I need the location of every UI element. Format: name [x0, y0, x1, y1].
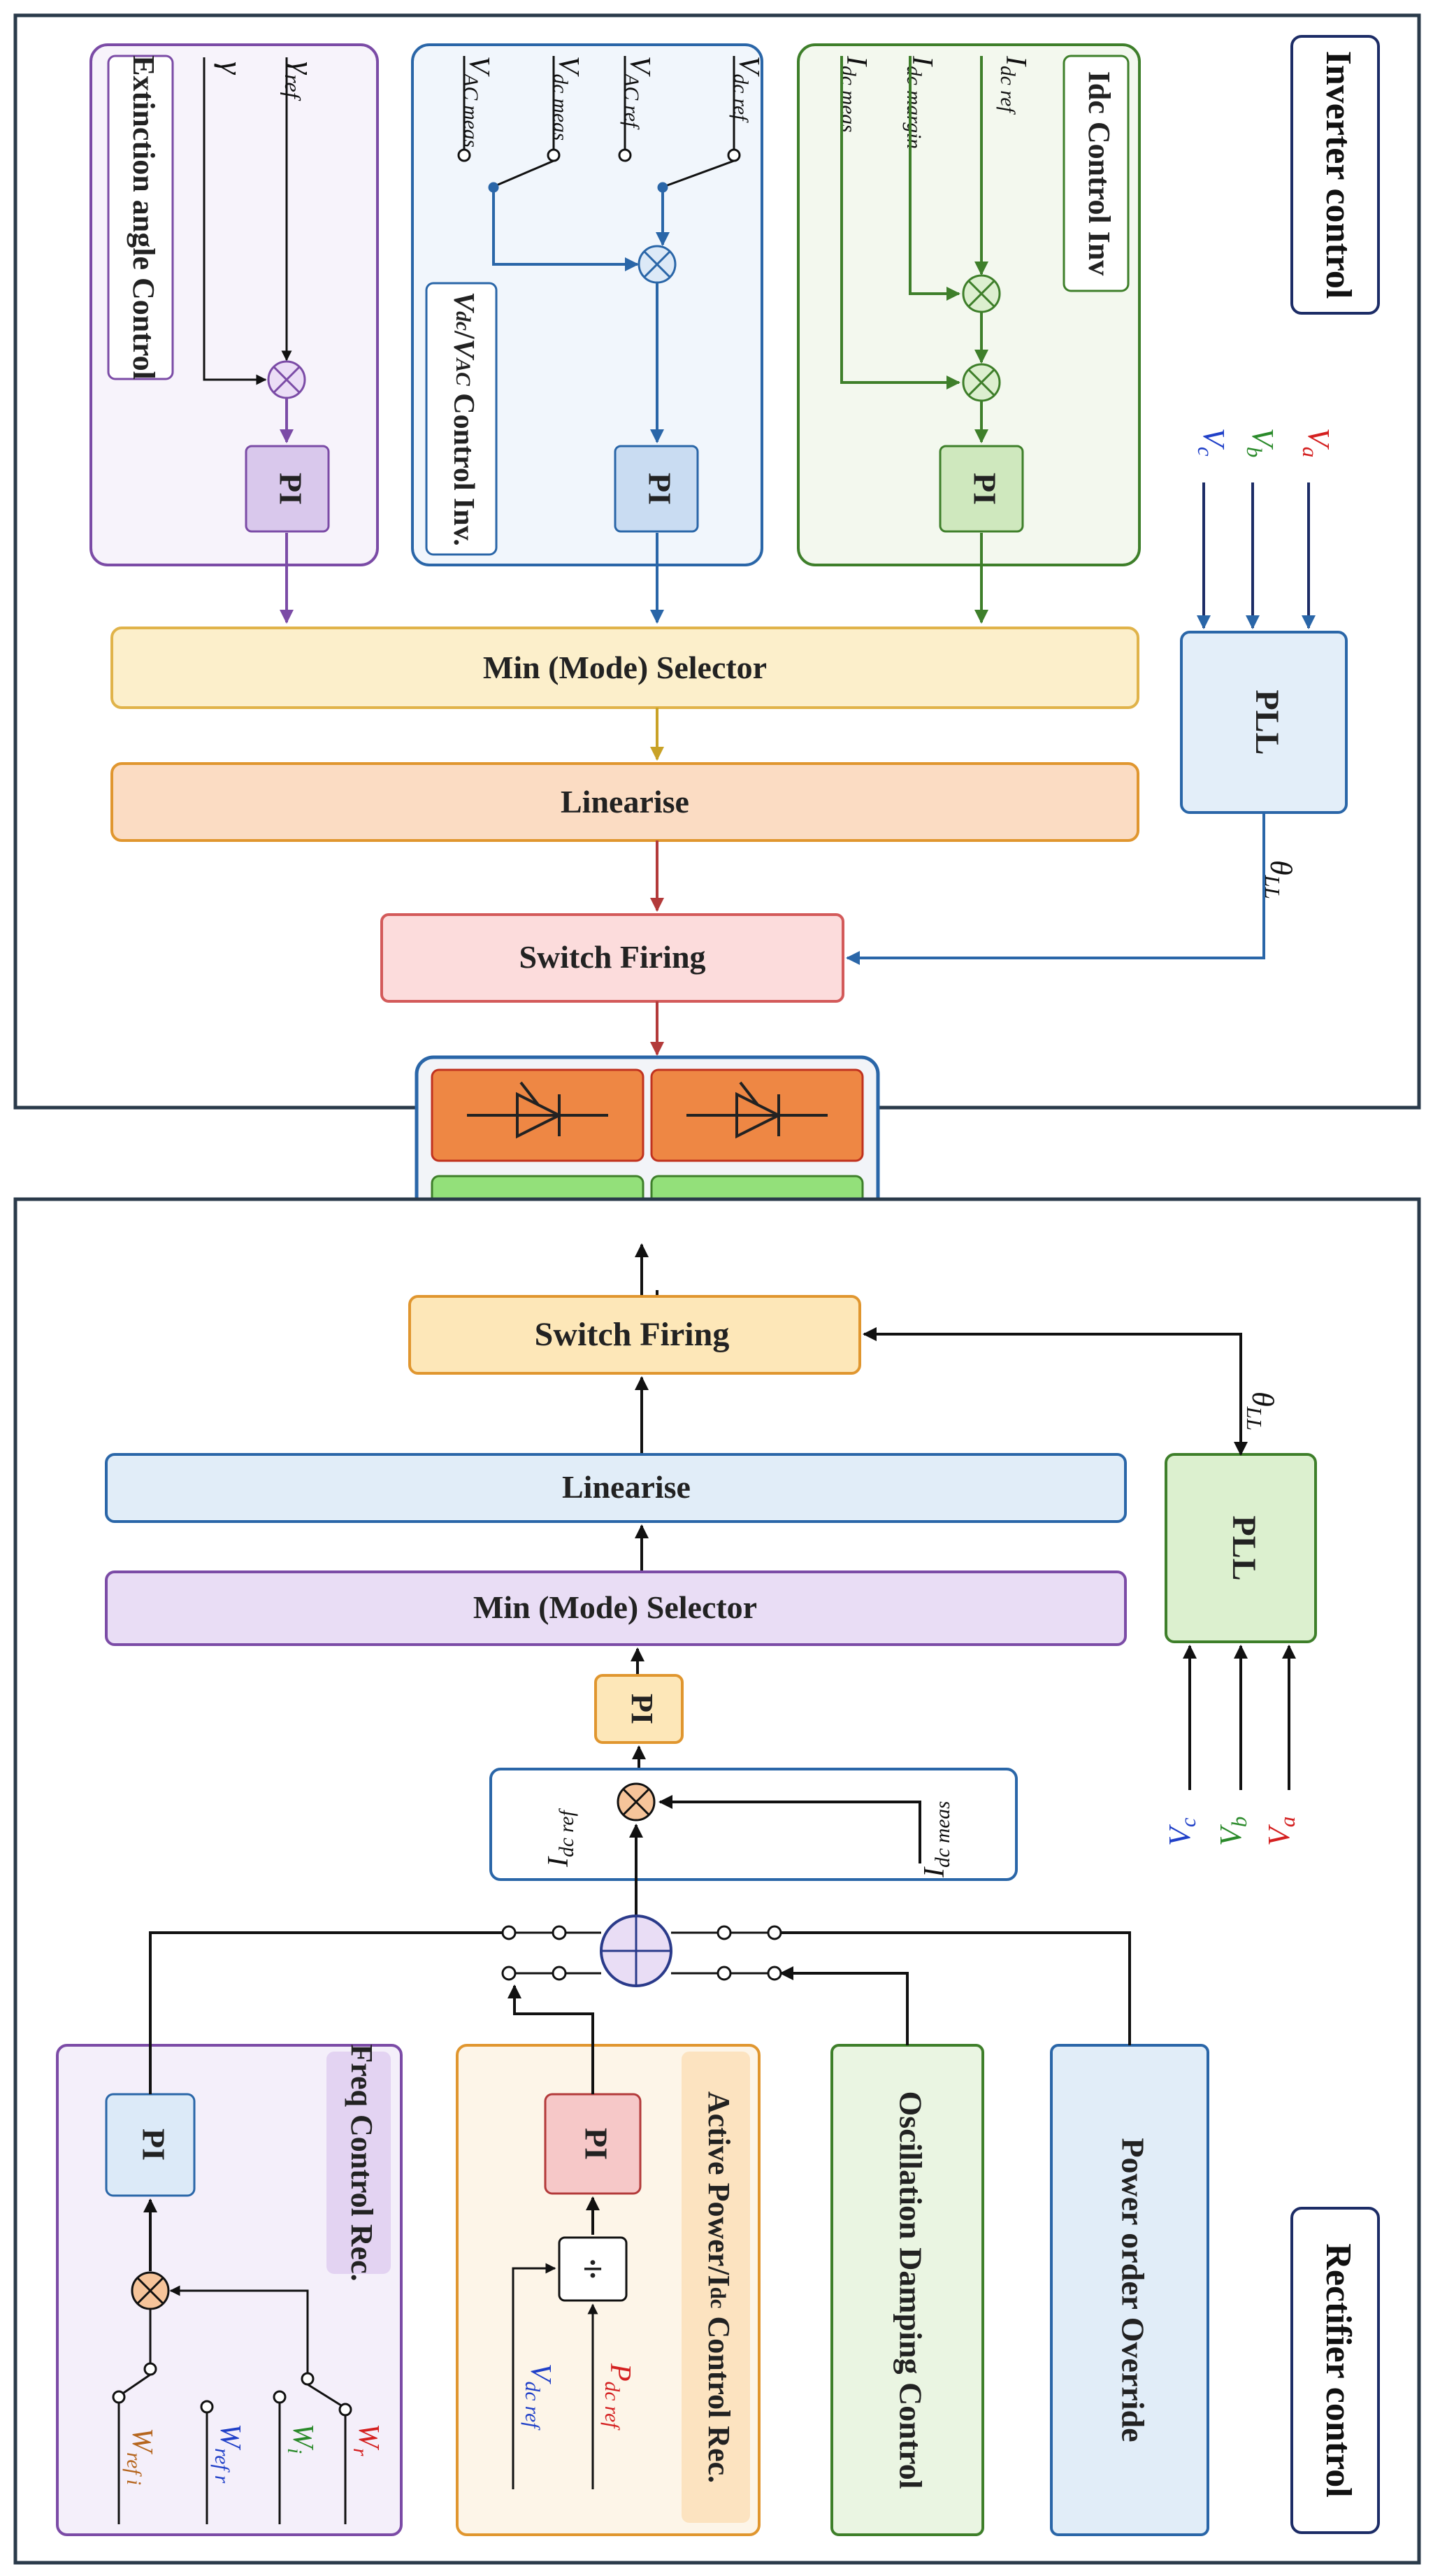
- rectifier-min-selector-label: Min (Mode) Selector: [473, 1589, 757, 1625]
- active-power-pi-label: PI: [578, 2128, 614, 2160]
- rectifier-pi-label: PI: [625, 1694, 659, 1724]
- vdc-vac-label: Vdc/VAC Control Inv.: [447, 292, 480, 546]
- inverter-min-selector: [110, 627, 1139, 709]
- rectifier-title-box: Rectifier control: [1290, 2207, 1380, 2534]
- freq-pi-label: PI: [136, 2128, 171, 2161]
- extinction-pi-block: [245, 445, 330, 533]
- inverter-theta-line: [846, 813, 1265, 965]
- freq-control-panel: Freq Control Rec. PI Wref i Wref r Wi Wr: [56, 1931, 503, 2536]
- extinction-summing-junction: [267, 360, 306, 399]
- rectifier-phase-inputs: Va Vb Vc: [1162, 1645, 1299, 1846]
- inverter-title-box: Inverter control: [1290, 35, 1380, 315]
- rectifier-pi-block: [594, 1674, 684, 1744]
- idc-control-label: Idc Control Inv: [1082, 71, 1116, 276]
- gamma-label: γ: [214, 62, 250, 76]
- rectifier-theta-line: [863, 1327, 1248, 1456]
- power-override-label: Power order Override: [1115, 2138, 1151, 2442]
- idc-pi-label: PI: [967, 473, 1002, 505]
- inverter-min-selector-label: Min (Mode) Selector: [483, 650, 767, 685]
- oscillation-damping-label: Oscillation Damping Control: [893, 2091, 928, 2489]
- rectifier-idc-loop: Idc ref Idc meas: [489, 1768, 1018, 1881]
- rectifier-switch-firing: [408, 1295, 861, 1375]
- rectifier-switch-firing-label: Switch Firing: [535, 1316, 730, 1353]
- vdc-vac-control-panel: Vdc/VAC Control Inv. Vdc ref VAC ref Vdc…: [411, 43, 765, 624]
- vdc-ref-label: Vdc ref: [729, 56, 765, 123]
- inverter-pll-label: PLL: [1248, 689, 1286, 754]
- rectifier-min-selector: [105, 1570, 1127, 1646]
- inverter-switch-firing: [380, 913, 844, 1003]
- vdc-vac-summing-junction: [638, 245, 677, 284]
- oscillation-damping-panel: Oscillation Damping Control: [779, 1966, 984, 2536]
- vdc-vac-pi-block: [614, 445, 699, 533]
- active-power-control-panel: Active Power/Idc Control Rec. PI ÷ Pdc r…: [456, 1984, 761, 2536]
- power-order-override-panel: Power order Override: [781, 1931, 1209, 2536]
- extinction-angle-panel: Extinction angle Control γref γ PI: [89, 43, 379, 624]
- extinction-pi-label: PI: [273, 473, 308, 505]
- rectifier-main-summing-node: [600, 1915, 672, 1987]
- freq-control-label: Freq Control Rec.: [345, 2044, 379, 2281]
- rectifier-mode-switches: [501, 1925, 782, 1981]
- active-power-label: Active Power/Idc Control Rec.: [702, 2091, 736, 2483]
- divide-label: ÷: [583, 2249, 603, 2289]
- extinction-angle-label: Extinction angle Control: [127, 55, 161, 380]
- inverter-linearise: [110, 762, 1139, 842]
- inv-vb-label: Vb: [1242, 428, 1280, 457]
- idc-control-panel: Idc Control Inv Idc ref Idc margin Idc m…: [797, 43, 1141, 624]
- rectifier-title: Rectifier control: [1318, 2243, 1358, 2497]
- idc-pi-block: [939, 445, 1024, 533]
- rectifier-linearise: [105, 1453, 1127, 1523]
- idc-summing-junction-1: [962, 274, 1001, 313]
- divide-block: [558, 2236, 628, 2302]
- vdc-vac-mode-switches: [457, 56, 741, 193]
- inverter-phase-inputs: Va Vb Vc: [1193, 428, 1336, 629]
- rectifier-pll-label: PLL: [1225, 1515, 1262, 1580]
- inverter-title: Inverter control: [1318, 51, 1358, 299]
- inverter-switch-firing-label: Switch Firing: [519, 939, 705, 975]
- idc-summing-junction-2: [962, 363, 1001, 402]
- inverter-linearise-label: Linearise: [561, 784, 689, 820]
- vdc-vac-pi-label: PI: [642, 473, 677, 505]
- rectifier-linearise-label: Linearise: [562, 1469, 691, 1505]
